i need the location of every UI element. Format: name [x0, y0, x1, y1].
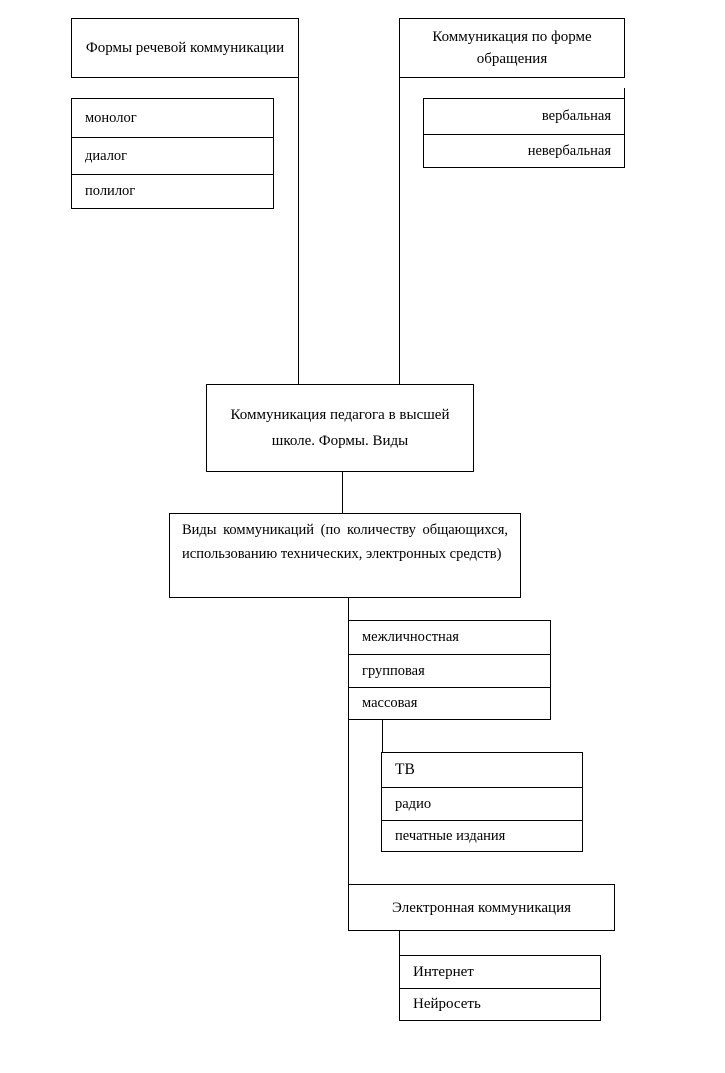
connector-electronic-to-list — [399, 930, 400, 956]
list-item-nonverbal: невербальная — [527, 142, 611, 159]
list-item-interpersonal: межличностная — [362, 629, 459, 645]
list-item-dialogue: диалог — [85, 147, 128, 164]
list-item-mass: массовая — [362, 695, 418, 711]
connector-mass-to-media — [382, 719, 383, 753]
appeal-form-list: вербальная невербальная — [423, 98, 625, 168]
root-node: Коммуникация педагога в высшей школе. Фо… — [206, 384, 474, 472]
divider — [349, 654, 550, 655]
mass-media-list: ТВ радио печатные издания — [381, 752, 583, 852]
connector-appeal-to-list — [624, 88, 625, 100]
divider — [72, 174, 273, 175]
list-item-tv: ТВ — [395, 761, 415, 778]
types-title: Виды коммуникаций (по количеству общающи… — [182, 522, 508, 562]
list-item-neural-network: Нейросеть — [413, 996, 481, 1012]
types-list: межличностная групповая массовая — [348, 620, 551, 720]
list-item-print: печатные издания — [395, 827, 506, 844]
connector-root-to-types — [342, 471, 343, 514]
list-item-internet: Интернет — [413, 963, 474, 980]
divider — [382, 820, 582, 821]
appeal-form-title: Коммуникация по форме обращения — [432, 29, 592, 67]
divider — [400, 988, 600, 989]
list-item-verbal: вербальная — [541, 108, 611, 124]
list-item-group: групповая — [362, 662, 425, 679]
speech-forms-header: Формы речевой коммуникации — [71, 18, 299, 78]
divider — [349, 687, 550, 688]
list-item-radio: радио — [395, 795, 432, 812]
speech-forms-title: Формы речевой коммуникации — [85, 40, 285, 56]
electronic-title: Электронная коммуникация — [392, 899, 571, 916]
root-title: Коммуникация педагога в высшей школе. Фо… — [230, 407, 450, 449]
speech-forms-list: монолог диалог полилог — [71, 98, 274, 209]
connector-appeal-to-root — [399, 77, 400, 385]
divider — [424, 134, 624, 135]
electronic-node: Электронная коммуникация — [348, 884, 615, 931]
appeal-form-header: Коммуникация по форме обращения — [399, 18, 625, 78]
list-item-polylogue: полилог — [85, 183, 136, 199]
electronic-list: Интернет Нейросеть — [399, 955, 601, 1021]
list-item-monologue: монолог — [85, 109, 137, 126]
connector-types-to-electronic — [348, 597, 349, 885]
connector-speech-to-root — [298, 77, 299, 385]
types-node: Виды коммуникаций (по количеству общающи… — [169, 513, 521, 598]
divider — [382, 787, 582, 788]
divider — [72, 137, 273, 138]
